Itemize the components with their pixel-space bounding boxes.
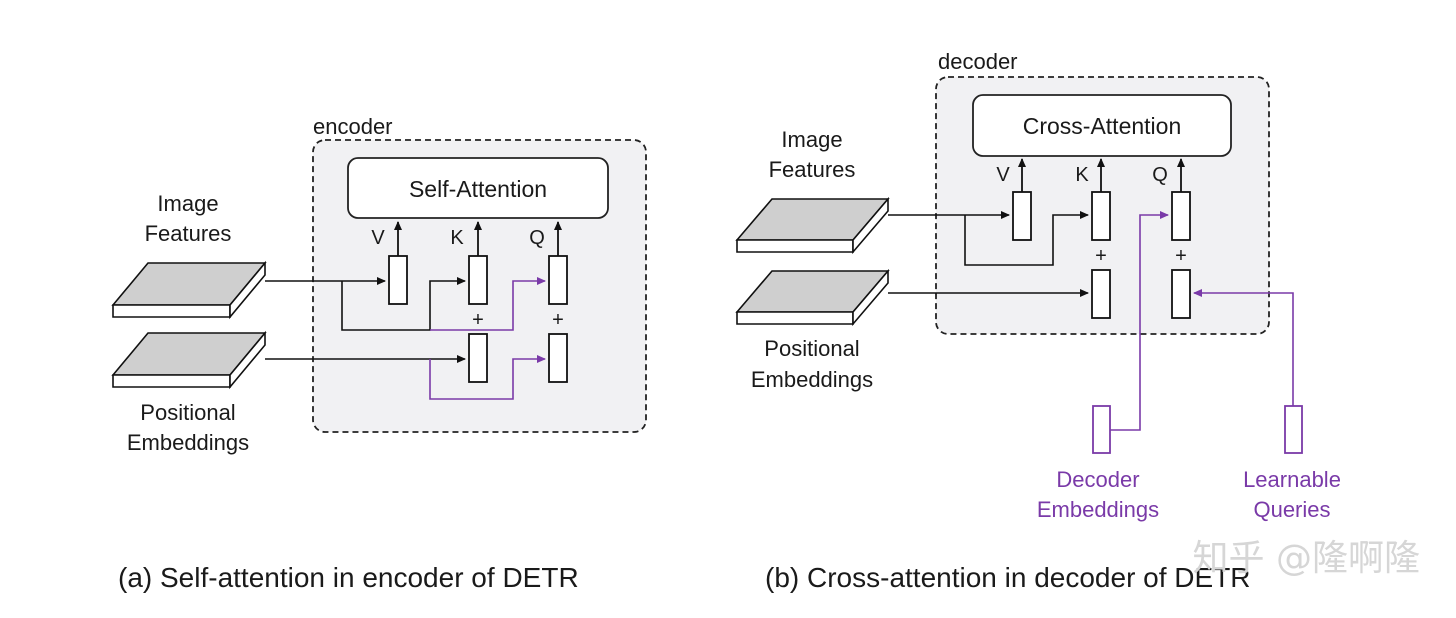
encoder-image-features-slab [111,260,267,320]
encoder-image-features-label-1: Image [157,191,218,216]
learnable-queries-label-1: Learnable [1243,467,1341,492]
encoder-plus-k: + [472,309,484,331]
decoder-v-vector [1012,191,1032,241]
encoder-image-features-label-2: Features [145,221,232,246]
encoder-panel: encoder Self-Attention V K Q + + [111,114,647,593]
decoder-pos-k-vector [1091,269,1111,319]
decoder-query-vector [1171,269,1191,319]
self-attention-box [347,157,609,219]
encoder-positional-label-1: Positional [140,400,235,425]
decoder-image-features-label-1: Image [781,127,842,152]
decoder-k-vector [1091,191,1111,241]
decoder-positional-label-1: Positional [764,336,859,361]
decoder-image-features-label-2: Features [769,157,856,182]
decoder-panel: decoder Cross-Attention V K Q + + Image … [735,49,1341,593]
decoder-positional-slab [735,268,890,327]
decoder-positional-label-2: Embeddings [751,367,873,392]
learnable-queries-vector [1284,405,1303,454]
decoder-v-label: V [996,164,1010,186]
decoder-plus-q: + [1175,245,1187,267]
learnable-queries-label-2: Queries [1253,497,1330,522]
decoder-label: decoder [938,49,1018,74]
self-attention-label: Self-Attention [409,176,547,202]
encoder-caption: (a) Self-attention in encoder of DETR [118,562,579,593]
cross-attention-box [972,94,1232,157]
encoder-v-label: V [371,227,385,249]
encoder-pos-q-vector [548,333,568,383]
decoder-q-label: Q [1152,164,1168,186]
encoder-plus-q: + [552,309,564,331]
encoder-k-vector [468,255,488,305]
decoder-plus-k: + [1095,245,1107,267]
decoder-embeddings-label-1: Decoder [1056,467,1139,492]
decoder-caption: (b) Cross-attention in decoder of DETR [765,562,1251,593]
decoder-q-vector [1171,191,1191,241]
decoder-image-features-slab [735,196,890,255]
decoder-k-label: K [1075,164,1089,186]
encoder-k-label: K [450,227,464,249]
encoder-positional-label-2: Embeddings [127,430,249,455]
cross-attention-label: Cross-Attention [1023,113,1182,139]
encoder-pos-k-vector [468,333,488,383]
encoder-v-vector [388,255,408,305]
encoder-q-vector [548,255,568,305]
encoder-label: encoder [313,114,393,139]
decoder-embeddings-vector [1092,405,1111,454]
encoder-q-label: Q [529,227,545,249]
decoder-embeddings-label-2: Embeddings [1037,497,1159,522]
watermark: 知乎 @隆啊隆 [1193,538,1420,579]
encoder-positional-slab [111,330,267,390]
